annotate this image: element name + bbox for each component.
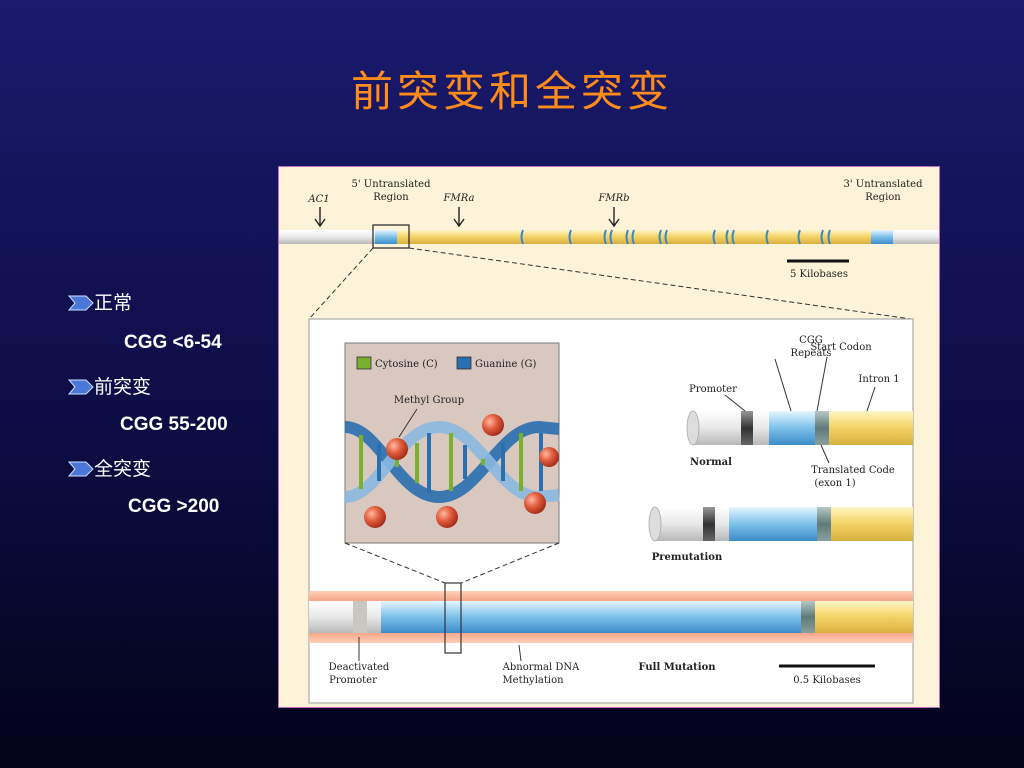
slide-title: 前突变和全突变 xyxy=(350,67,673,116)
translated-pointer xyxy=(820,444,830,464)
bullet-value: CGG <6-54 xyxy=(124,332,222,353)
utr3-label: Region xyxy=(865,192,901,203)
premutation-gene-tube xyxy=(648,506,913,542)
bullet-full-mutation: 全突变 xyxy=(68,454,151,481)
down-arrow-icon xyxy=(608,207,620,228)
translated-code-label: (exon 1) xyxy=(814,478,855,489)
cgg-repeats-label: Repeats xyxy=(791,348,832,359)
utr3-label: 3' Untranslated xyxy=(844,179,924,190)
bullet-label: 正常 xyxy=(94,292,133,314)
bullet-value: CGG 55-200 xyxy=(120,414,228,435)
deactivated-promoter-label: Deactivated xyxy=(329,662,390,673)
start-codon-pointer xyxy=(816,356,828,412)
utr5-label: 5' Untranslated xyxy=(352,179,432,190)
down-arrow-icon xyxy=(314,207,326,228)
arrow-bullet-icon xyxy=(68,295,94,311)
abn-pointer xyxy=(518,644,522,662)
normal-gene-tube xyxy=(686,410,913,446)
dna-inset: Cytosine (C) Guanine (G) Methyl Group xyxy=(344,342,560,544)
inset-line-left xyxy=(344,542,446,584)
inset-line-right xyxy=(460,542,560,584)
arrow-bullet-icon xyxy=(68,461,94,477)
fmrb-label: FMRb xyxy=(597,193,629,204)
intron-pointer xyxy=(866,386,876,412)
normal-label: Normal xyxy=(690,457,732,468)
bullet-label: 全突变 xyxy=(94,458,152,480)
bullet-premutation: 前突变 xyxy=(68,372,151,399)
promoter-pointer xyxy=(724,394,746,412)
bullet-normal: 正常 xyxy=(68,288,132,315)
cgg-repeats-label: CGG xyxy=(799,335,823,346)
zoom-box xyxy=(372,224,410,249)
full-mutation-label: Full Mutation xyxy=(638,662,716,673)
promoter-label: Promoter xyxy=(689,384,737,395)
zoom-line-left xyxy=(308,247,374,320)
full-mutation-gene-tube xyxy=(309,582,913,654)
zoom-box xyxy=(444,582,462,654)
cytosine-swatch xyxy=(356,356,372,370)
methyl-ball xyxy=(436,506,458,528)
gene-diagram-svg: AC1 5' Untranslated Region FMRa FMRb 3' … xyxy=(279,179,939,704)
guanine-label: Guanine (G) xyxy=(475,359,536,370)
methyl-ball xyxy=(539,447,559,467)
dna-helix xyxy=(344,420,560,504)
deactivated-promoter-label: Promoter xyxy=(329,675,377,686)
abnormal-methylation-label: Methylation xyxy=(502,675,564,686)
start-codon-label: Start Codon xyxy=(810,342,872,353)
guanine-swatch xyxy=(456,356,472,370)
scale-label-bottom: 0.5 Kilobases xyxy=(793,675,861,686)
full-gene-bar xyxy=(279,224,939,249)
fmr1-gene-figure: AC1 5' Untranslated Region FMRa FMRb 3' … xyxy=(278,166,940,708)
methyl-ball xyxy=(386,438,408,460)
methyl-ball xyxy=(524,492,546,514)
bullet-value: CGG >200 xyxy=(128,496,220,517)
translated-code-label: Translated Code xyxy=(811,465,895,476)
zoom-line-right xyxy=(408,247,912,320)
down-arrow-icon xyxy=(453,207,465,228)
methyl-ball xyxy=(482,414,504,436)
abnormal-methylation-label: Abnormal DNA xyxy=(502,662,580,673)
premutation-label: Premutation xyxy=(652,552,723,563)
methyl-ball xyxy=(364,506,386,528)
intron-label: Intron 1 xyxy=(858,374,899,385)
ac1-label: AC1 xyxy=(307,194,329,205)
arrow-bullet-icon xyxy=(68,379,94,395)
methyl-pointer xyxy=(398,408,418,438)
cgg-pointer xyxy=(774,358,792,412)
bullet-label: 前突变 xyxy=(94,376,152,398)
cytosine-label: Cytosine (C) xyxy=(375,359,438,370)
utr5-label: Region xyxy=(373,192,409,203)
scale-label-top: 5 Kilobases xyxy=(790,269,848,280)
fmra-label: FMRa xyxy=(443,193,475,204)
methyl-group-label: Methyl Group xyxy=(394,395,464,406)
